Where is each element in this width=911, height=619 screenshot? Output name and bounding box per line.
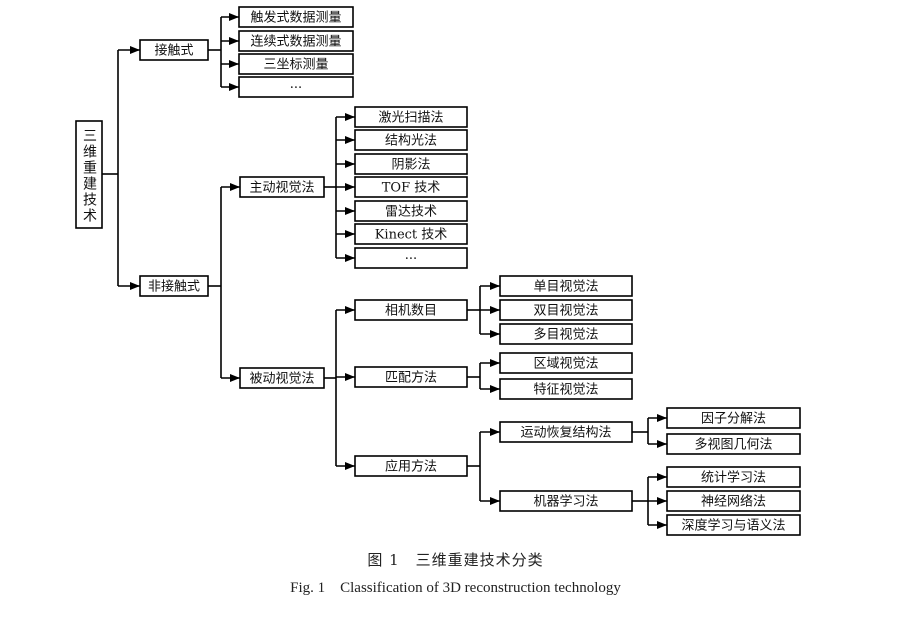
node-active-laser-label: 激光扫描法 xyxy=(378,111,443,126)
figure-caption-chinese: 图 1 三维重建技术分类 xyxy=(367,551,544,569)
node-stereo-label: 双目视觉法 xyxy=(533,304,598,319)
node-multi-label: 多目视觉法 xyxy=(533,327,598,343)
node-active-kinect-label: Kinect 技术 xyxy=(375,228,448,243)
node-application: 应用方法 xyxy=(354,455,468,477)
node-mono-label: 单目视觉法 xyxy=(533,280,598,295)
node-stereo: 双目视觉法 xyxy=(499,299,633,321)
node-contact-more: ··· xyxy=(238,76,354,98)
node-active-tof: TOF 技术 xyxy=(354,176,468,198)
node-application-label: 应用方法 xyxy=(385,459,437,475)
node-mono: 单目视觉法 xyxy=(499,275,633,297)
root-label: 三维重建技术 xyxy=(81,128,97,224)
node-ml-label: 机器学习法 xyxy=(533,494,598,510)
node-neural-label: 神经网络法 xyxy=(701,494,766,510)
node-contact-label: 接触式 xyxy=(154,43,193,59)
node-multi: 多目视觉法 xyxy=(499,323,633,345)
node-contact-cmm: 三坐标测量 xyxy=(238,53,354,75)
node-factor-label: 因子分解法 xyxy=(701,412,766,427)
node-multiview: 多视图几何法 xyxy=(666,433,801,455)
node-active-label: 主动视觉法 xyxy=(249,181,314,196)
node-active-structured-label: 结构光法 xyxy=(385,134,437,149)
node-feature: 特征视觉法 xyxy=(499,378,633,400)
node-active-shadow: 阴影法 xyxy=(354,153,468,175)
node-multiview-label: 多视图几何法 xyxy=(694,437,772,453)
node-passive: 被动视觉法 xyxy=(239,367,325,389)
node-contact-cmm-label: 三坐标测量 xyxy=(263,58,328,73)
node-deep-semantic-label: 深度学习与语义法 xyxy=(681,518,785,534)
node-region-label: 区域视觉法 xyxy=(533,357,598,372)
node-feature-label: 特征视觉法 xyxy=(533,383,598,398)
node-active-more-label: ··· xyxy=(405,252,417,267)
node-region: 区域视觉法 xyxy=(499,352,633,374)
node-active-radar-label: 雷达技术 xyxy=(385,205,437,220)
node-contact-continuous: 连续式数据测量 xyxy=(238,30,354,52)
node-factor: 因子分解法 xyxy=(666,407,801,429)
node-neural: 神经网络法 xyxy=(666,490,801,512)
node-active: 主动视觉法 xyxy=(239,176,325,198)
node-camera-count-label: 相机数目 xyxy=(385,304,437,319)
node-active-structured: 结构光法 xyxy=(354,129,468,151)
node-passive-label: 被动视觉法 xyxy=(249,372,314,387)
node-deep-semantic: 深度学习与语义法 xyxy=(666,514,801,536)
node-active-shadow-label: 阴影法 xyxy=(391,158,430,173)
node-statistical: 统计学习法 xyxy=(666,466,801,488)
node-root: 三维重建技术 xyxy=(75,120,103,229)
node-matching: 匹配方法 xyxy=(354,366,468,388)
diagram-nodes: 三维重建技术 接触式 触发式数据测量 连续式数据测量 三坐标测量 ··· 非接触… xyxy=(75,6,801,536)
node-sfm-label: 运动恢复结构法 xyxy=(520,426,611,441)
node-matching-label: 匹配方法 xyxy=(385,370,437,386)
node-active-laser: 激光扫描法 xyxy=(354,106,468,128)
node-contact-trigger-label: 触发式数据测量 xyxy=(250,10,341,26)
node-noncontact: 非接触式 xyxy=(139,275,209,297)
node-noncontact-label: 非接触式 xyxy=(148,279,200,295)
node-active-tof-label: TOF 技术 xyxy=(382,181,440,196)
node-active-kinect: Kinect 技术 xyxy=(354,223,468,245)
node-ml: 机器学习法 xyxy=(499,490,633,512)
node-active-more: ··· xyxy=(354,247,468,269)
node-contact-more-label: ··· xyxy=(290,81,302,96)
node-sfm: 运动恢复结构法 xyxy=(499,421,633,443)
node-statistical-label: 统计学习法 xyxy=(701,470,766,486)
node-contact-trigger: 触发式数据测量 xyxy=(238,6,354,28)
node-contact: 接触式 xyxy=(139,39,209,61)
node-active-radar: 雷达技术 xyxy=(354,200,468,222)
diagram-edges xyxy=(102,13,667,529)
node-contact-continuous-label: 连续式数据测量 xyxy=(250,34,341,50)
node-camera-count: 相机数目 xyxy=(354,299,468,321)
figure-caption-english: Fig. 1 Classification of 3D reconstructi… xyxy=(290,580,621,596)
